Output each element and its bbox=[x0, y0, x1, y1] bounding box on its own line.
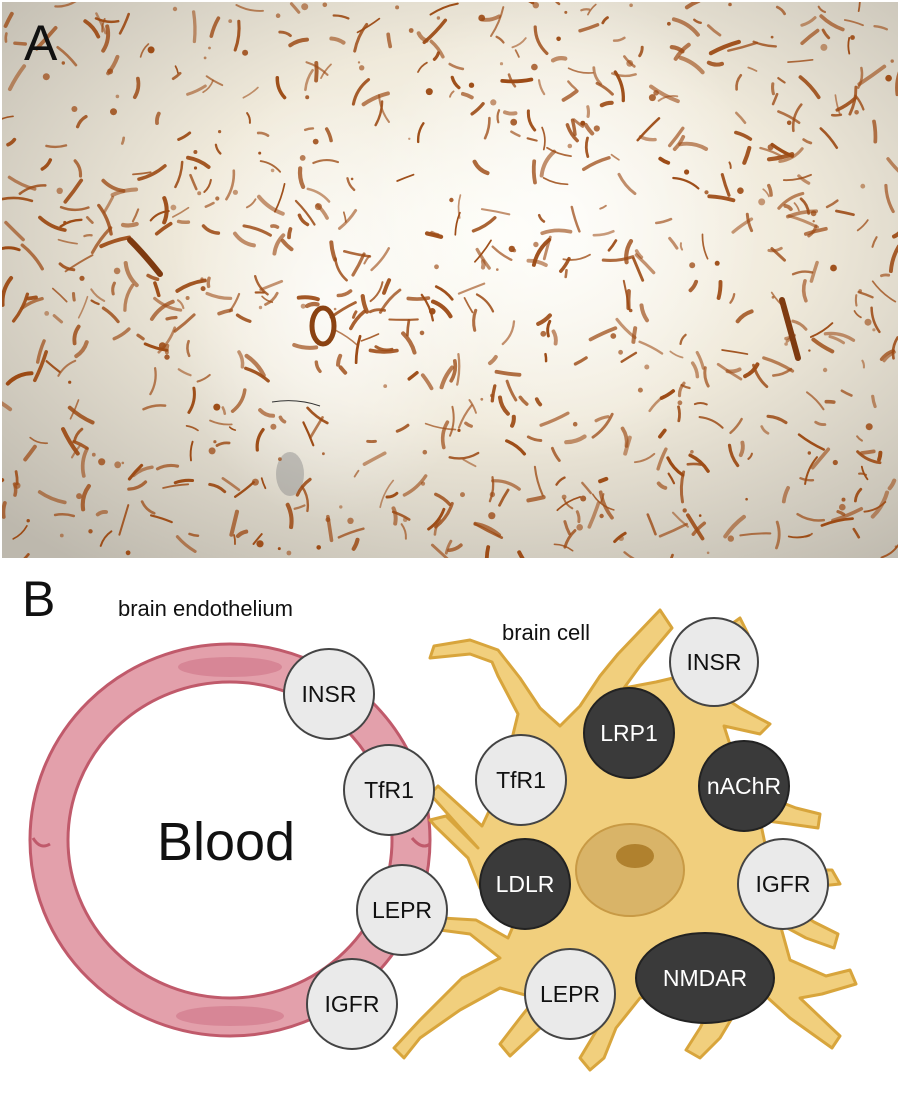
lumen-label: Blood bbox=[157, 812, 295, 872]
receptor-igfr: IGFR bbox=[737, 838, 829, 930]
receptor-lepr: LEPR bbox=[356, 864, 448, 956]
receptor-igfr: IGFR bbox=[306, 958, 398, 1050]
receptor-lepr: LEPR bbox=[524, 948, 616, 1040]
receptor-nachr: nAChR bbox=[698, 740, 790, 832]
stained-vessels bbox=[2, 2, 898, 558]
cell-receptors: INSR LRP1 TfR1 nAChR LDLR IGFR bbox=[475, 617, 829, 1040]
svg-text:INSR: INSR bbox=[302, 681, 357, 707]
large-vessels bbox=[127, 237, 801, 407]
endothelial-nucleus bbox=[178, 657, 282, 677]
cell-nucleus bbox=[575, 823, 685, 917]
endothelial-receptors: INSR TfR1 LEPR IGFR bbox=[283, 648, 448, 1050]
cell-title: brain cell bbox=[502, 620, 590, 645]
nucleolus bbox=[616, 844, 654, 868]
receptor-tfr1: TfR1 bbox=[343, 744, 435, 836]
receptor-schematic: brain endothelium brain cell Blood INSR bbox=[28, 596, 858, 1072]
receptor-lrp1: LRP1 bbox=[583, 687, 675, 779]
receptor-ldlr: LDLR bbox=[479, 838, 571, 930]
svg-text:IGFR: IGFR bbox=[325, 991, 380, 1017]
svg-text:LEPR: LEPR bbox=[540, 981, 600, 1007]
schematic-panel: brain endothelium brain cell Blood INSR bbox=[0, 558, 901, 1098]
panel-b-label: B bbox=[22, 571, 56, 627]
smudge bbox=[276, 452, 304, 496]
svg-text:LRP1: LRP1 bbox=[600, 720, 658, 746]
svg-text:nAChR: nAChR bbox=[707, 773, 781, 799]
svg-text:LDLR: LDLR bbox=[496, 871, 555, 897]
svg-text:IGFR: IGFR bbox=[756, 871, 811, 897]
svg-text:TfR1: TfR1 bbox=[496, 767, 546, 793]
receptor-tfr1: TfR1 bbox=[475, 734, 567, 826]
receptor-insr: INSR bbox=[669, 617, 759, 707]
svg-text:LEPR: LEPR bbox=[372, 897, 432, 923]
svg-text:NMDAR: NMDAR bbox=[663, 965, 747, 991]
micrograph-panel bbox=[2, 2, 898, 558]
svg-text:INSR: INSR bbox=[687, 649, 742, 675]
panel-a-label: A bbox=[24, 15, 58, 71]
brain-vessel-micrograph bbox=[2, 2, 898, 558]
endothelium-title: brain endothelium bbox=[118, 596, 293, 621]
svg-text:TfR1: TfR1 bbox=[364, 777, 414, 803]
receptor-insr: INSR bbox=[283, 648, 375, 740]
receptor-nmdar: NMDAR bbox=[635, 932, 775, 1024]
endothelial-nucleus bbox=[176, 1006, 284, 1026]
